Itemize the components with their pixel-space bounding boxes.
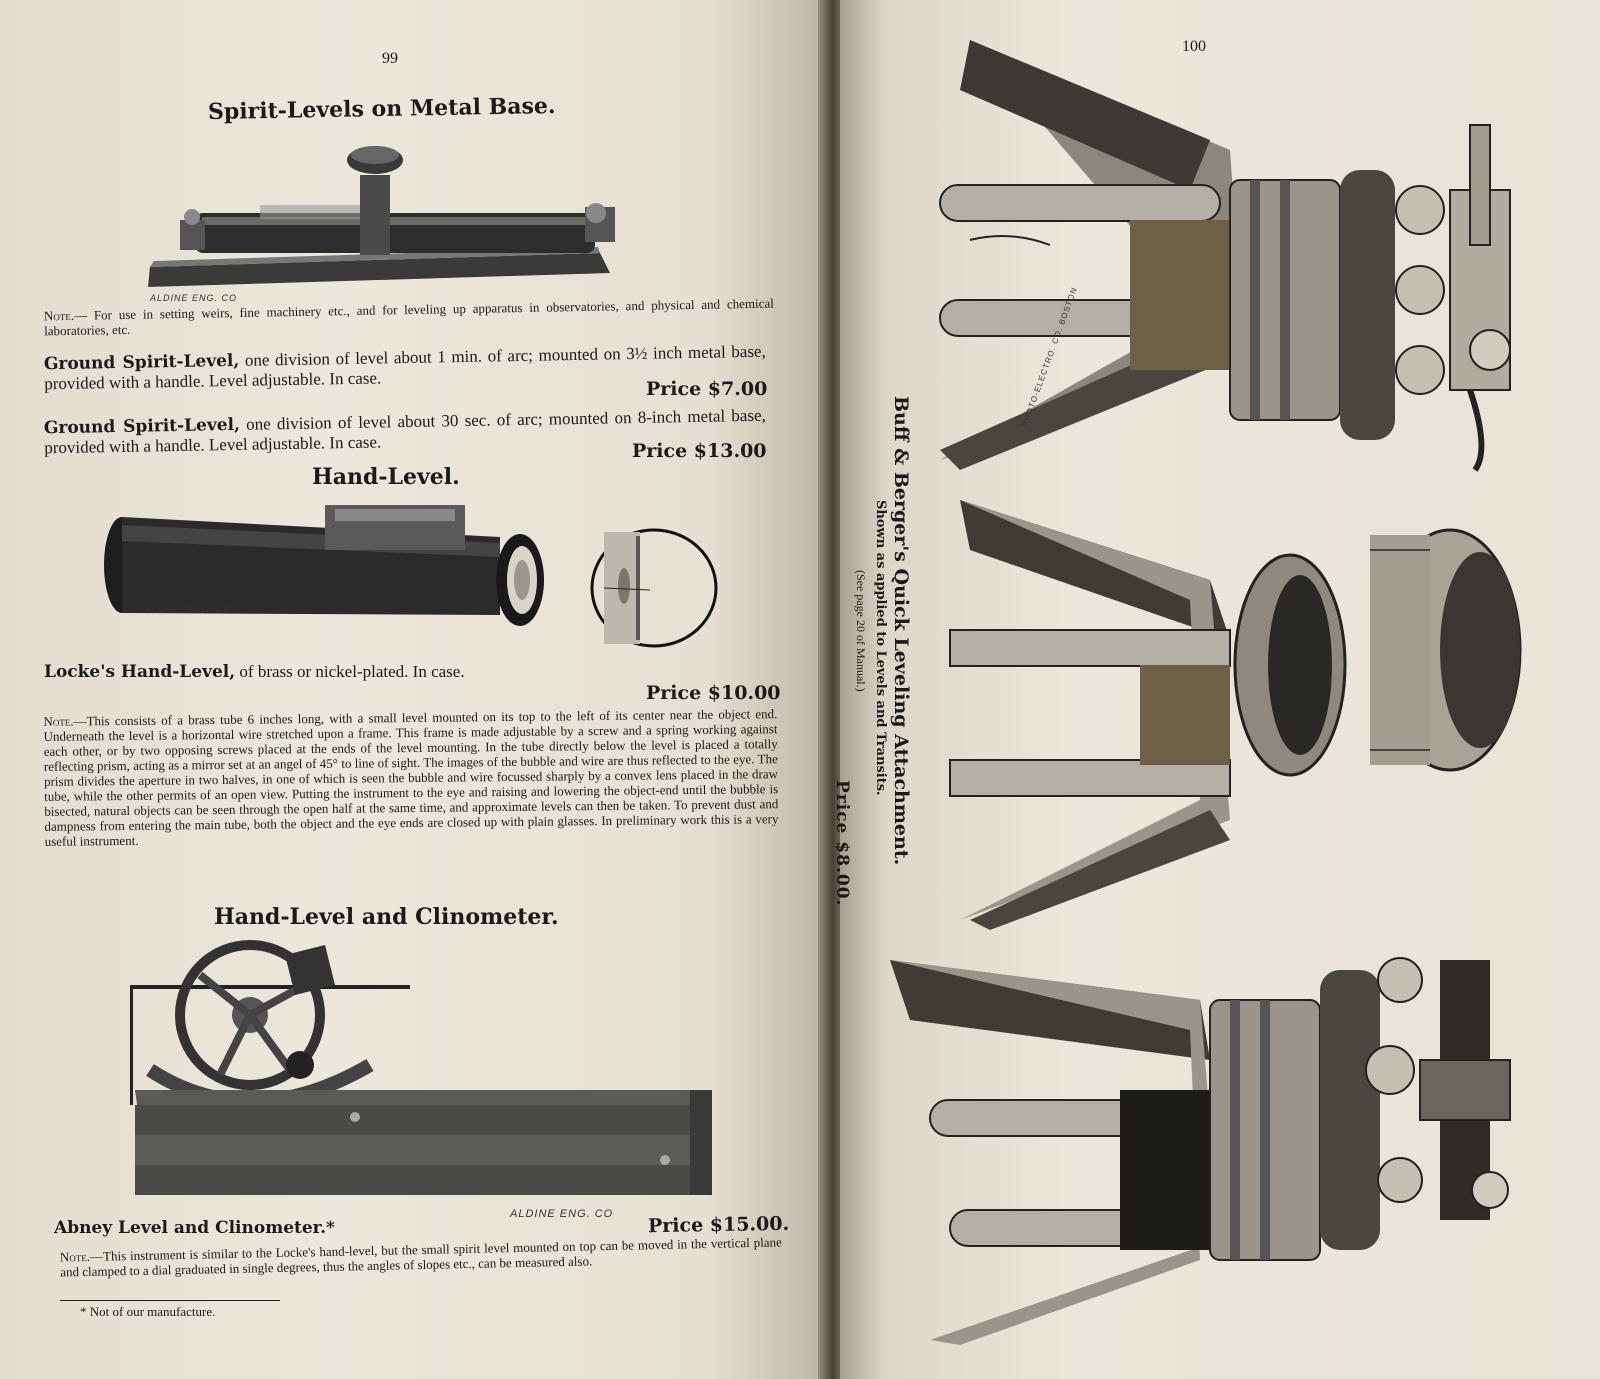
price-ground-spirit-level-1: Price $7.00 <box>646 378 768 400</box>
page-number: 100 <box>1182 38 1206 55</box>
section-title-hand-level-clinometer: Hand-Level and Clinometer. <box>214 904 559 930</box>
footnote-rule <box>60 1300 280 1301</box>
hand-level-sight-view-illustration <box>590 528 718 648</box>
note-text: —This consists of a brass tube 6 inches … <box>43 706 779 849</box>
item-name: Abney Level and Clinometer.* <box>54 1218 335 1238</box>
spirit-level-illustration <box>148 146 615 287</box>
engraver-credit: ALDINE ENG. CO <box>150 293 238 303</box>
leveling-attachment-illustration-top <box>939 40 1511 472</box>
note-abney-level: Note.—This instrument is similar to the … <box>60 1234 782 1279</box>
note-text: —This instrument is similar to the Locke… <box>60 1234 782 1280</box>
leveling-attachment-illustration-middle <box>949 500 1522 930</box>
engraver-credit: ALDINE ENG. CO <box>145 605 233 615</box>
price-ground-spirit-level-2: Price $13.00 <box>632 440 767 462</box>
item-lockes-hand-level: Locke's Hand-Level, of brass or nickel-p… <box>44 662 604 682</box>
item-name: Locke's Hand-Level, <box>44 662 236 682</box>
attachment-subtitle: Shown as applied to Levels and Transits. <box>873 500 888 796</box>
footnote: * Not of our manufacture. <box>80 1304 216 1319</box>
section-title-hand-level: Hand-Level. <box>312 464 460 490</box>
note-lockes-hand-level: Note.—This consists of a brass tube 6 in… <box>43 706 778 849</box>
leveling-attachment-illustration-bottom <box>890 957 1511 1345</box>
page-100: 100 Buff & Berger's Quick Leveling Attac… <box>832 0 1600 1379</box>
engraver-credit: ALDINE ENG. CO <box>510 1208 614 1220</box>
abney-level-illustration <box>130 940 712 1195</box>
price-lockes-hand-level: Price $10.00 <box>646 682 781 704</box>
hand-level-illustration <box>104 505 544 626</box>
note-lead: Note. <box>43 307 75 324</box>
attachment-price: Price $8.00. <box>832 780 852 907</box>
attachment-title: Buff & Berger's Quick Leveling Attachmen… <box>890 396 912 866</box>
page-99: 99 Spirit-Levels on Metal Base. ALDINE E… <box>0 0 830 1379</box>
page-number: 99 <box>382 50 398 67</box>
attachment-reference: (See page 20 of Manual.) <box>854 570 868 692</box>
note-lead: Note. <box>43 713 74 729</box>
price-abney-level: Price $15.00. <box>647 1212 790 1238</box>
section-title-spirit-levels: Spirit-Levels on Metal Base. <box>207 92 556 126</box>
item-description: of brass or nickel-plated. In case. <box>235 662 465 681</box>
item-abney-level: Abney Level and Clinometer.* <box>54 1218 454 1238</box>
note-lead: Note. <box>59 1248 91 1265</box>
